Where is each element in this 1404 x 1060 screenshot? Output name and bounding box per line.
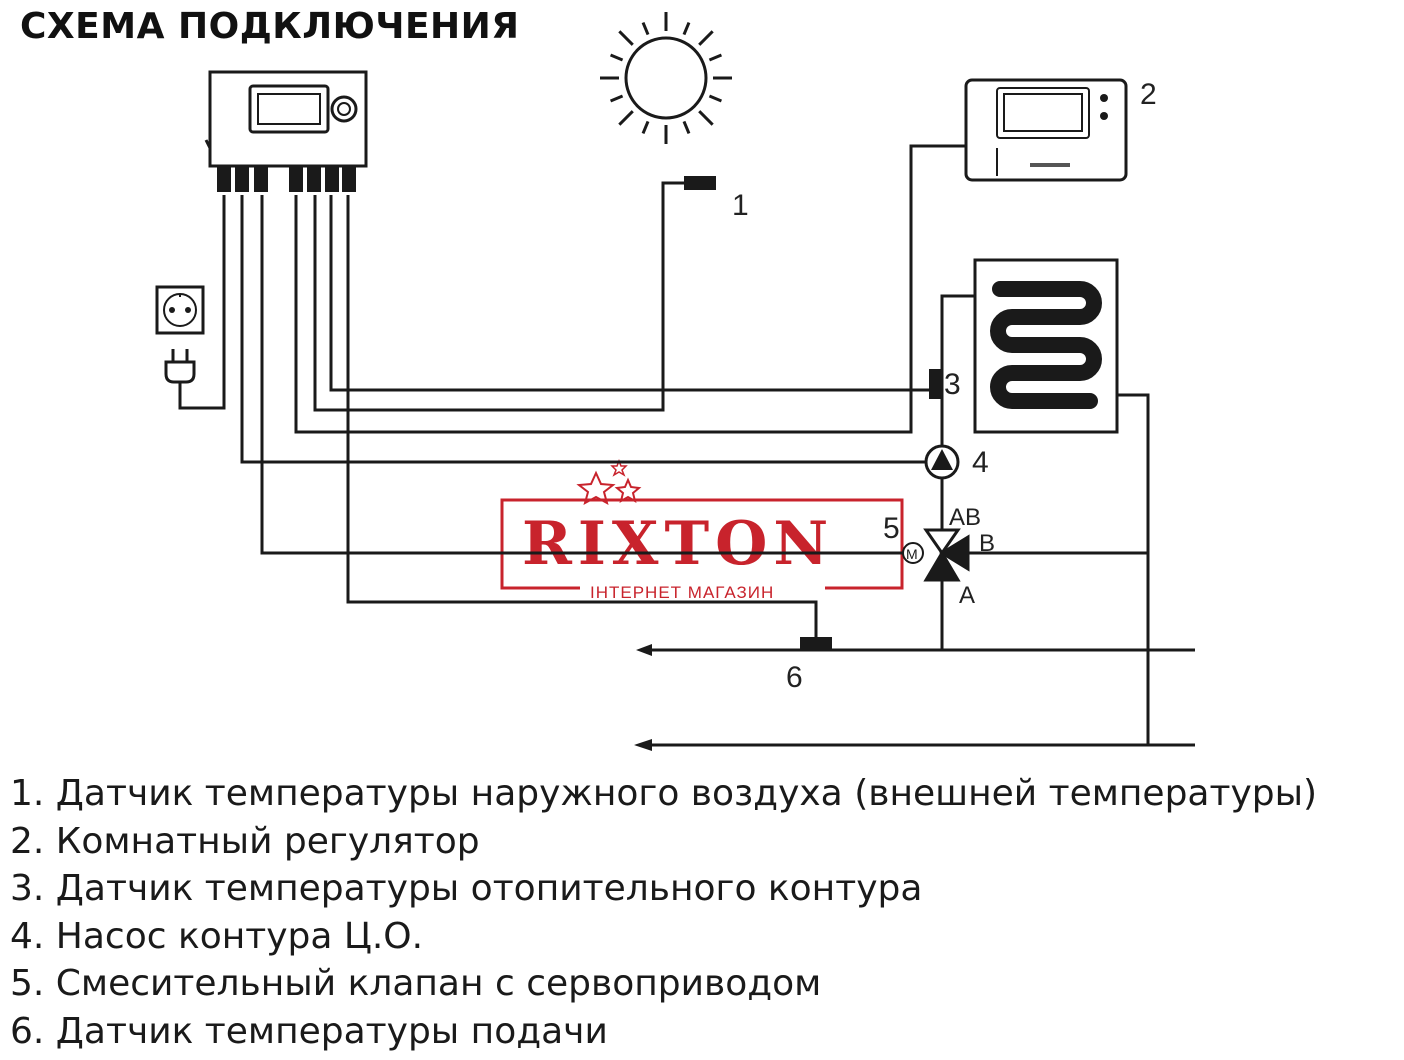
star-icon — [576, 470, 616, 506]
flow-arrow-icon — [634, 739, 652, 751]
label-6: 6 — [786, 661, 803, 694]
outdoor-sensor — [684, 176, 716, 190]
motor-letter: M — [906, 546, 918, 562]
diagram-title: СХЕМА ПОДКЛЮЧЕНИЯ — [20, 6, 520, 47]
legend-item: 3. Датчик температуры отопительного конт… — [10, 868, 923, 909]
sun-ray — [618, 110, 634, 126]
port-ab-label: AB — [949, 504, 981, 531]
star-icon — [610, 458, 628, 477]
sun-ray — [618, 30, 634, 46]
sun-ray — [641, 120, 650, 135]
radiator-icon — [973, 258, 1119, 434]
legend-item: 1. Датчик температуры наружного воздуха … — [10, 773, 1318, 814]
sun-ray — [682, 21, 691, 36]
port-b-label: B — [979, 530, 995, 557]
sun-ray — [641, 21, 650, 36]
watermark-brand: RIXTON — [522, 509, 834, 579]
flow-arrow-icon — [636, 644, 652, 656]
watermark-subtitle: ІНТЕРНЕТ МАГАЗИН — [590, 583, 774, 602]
room-regulator — [964, 78, 1128, 182]
sun-ray — [708, 94, 723, 103]
label-5: 5 — [883, 512, 900, 545]
legend-item: 2. Комнатный регулятор — [10, 820, 480, 862]
label-3: 3 — [944, 368, 961, 401]
label-1: 1 — [732, 189, 749, 222]
power-socket-icon — [155, 285, 205, 335]
sun-ray — [682, 120, 691, 135]
label-2: 2 — [1140, 78, 1157, 111]
legend-list: 1. Датчик температуры наружного воздуха … — [10, 770, 1317, 1055]
port-a-label: A — [959, 582, 975, 609]
supply-sensor — [800, 637, 832, 650]
wiring — [178, 144, 1195, 747]
legend-item: 6. Датчик температуры подачи — [10, 1010, 608, 1052]
controller-unit — [204, 70, 368, 192]
power-plug-icon — [164, 349, 196, 384]
legend-item: 5. Смесительный клапан с сервоприводом — [10, 963, 822, 1004]
sun-ray — [609, 53, 624, 62]
pump-icon — [924, 444, 960, 480]
sun-ray — [698, 110, 714, 126]
star-icon — [614, 477, 642, 504]
mixing-valve-icon: M — [902, 528, 970, 582]
sun-ray — [609, 94, 624, 103]
legend-item: 4. Насос контура Ц.О. — [10, 915, 424, 957]
heating-sensor — [929, 369, 942, 399]
sun-ray — [698, 30, 714, 46]
watermark: RIXTON ІНТЕРНЕТ МАГАЗИН — [500, 458, 904, 602]
sun-icon — [600, 12, 732, 144]
label-4: 4 — [972, 446, 989, 479]
sun-ray — [708, 53, 723, 62]
motor-icon — [902, 542, 924, 564]
